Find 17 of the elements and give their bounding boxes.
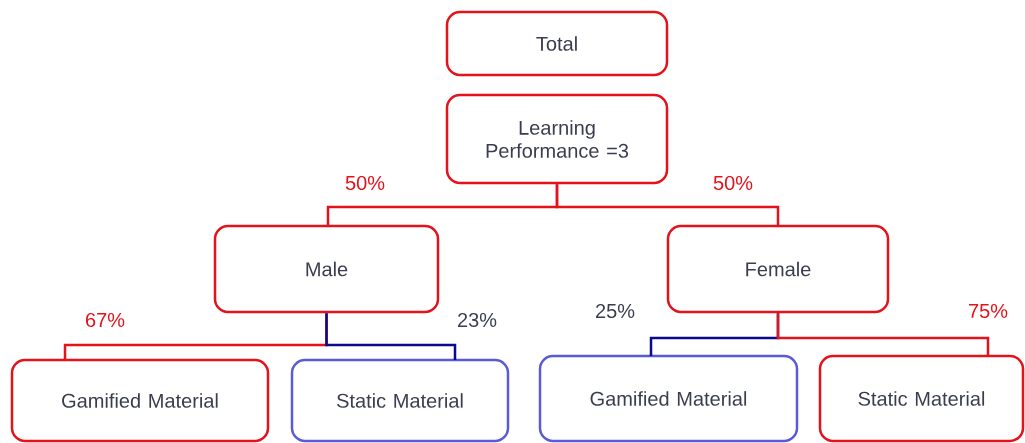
connector-line <box>776 313 990 356</box>
edge-label: 75% <box>967 302 1009 320</box>
process-box: Static Material <box>818 354 1025 443</box>
process-box: Gamified Material <box>10 358 270 443</box>
edge-label: 25% <box>594 302 636 320</box>
process-box: Gamified Material <box>538 354 799 443</box>
process-box: Female <box>666 224 890 314</box>
edge-label: 50% <box>344 174 386 192</box>
process-box: Static Material <box>290 358 510 443</box>
process-box: Male <box>213 224 440 314</box>
process-box: Total <box>445 10 669 77</box>
connector-line <box>325 313 457 360</box>
connector-line <box>555 184 780 226</box>
edge-label: 50% <box>712 174 754 192</box>
process-box: Learning Performance =3 <box>445 93 669 185</box>
edge-label: 67% <box>84 311 127 329</box>
edge-label: 23% <box>456 311 498 329</box>
